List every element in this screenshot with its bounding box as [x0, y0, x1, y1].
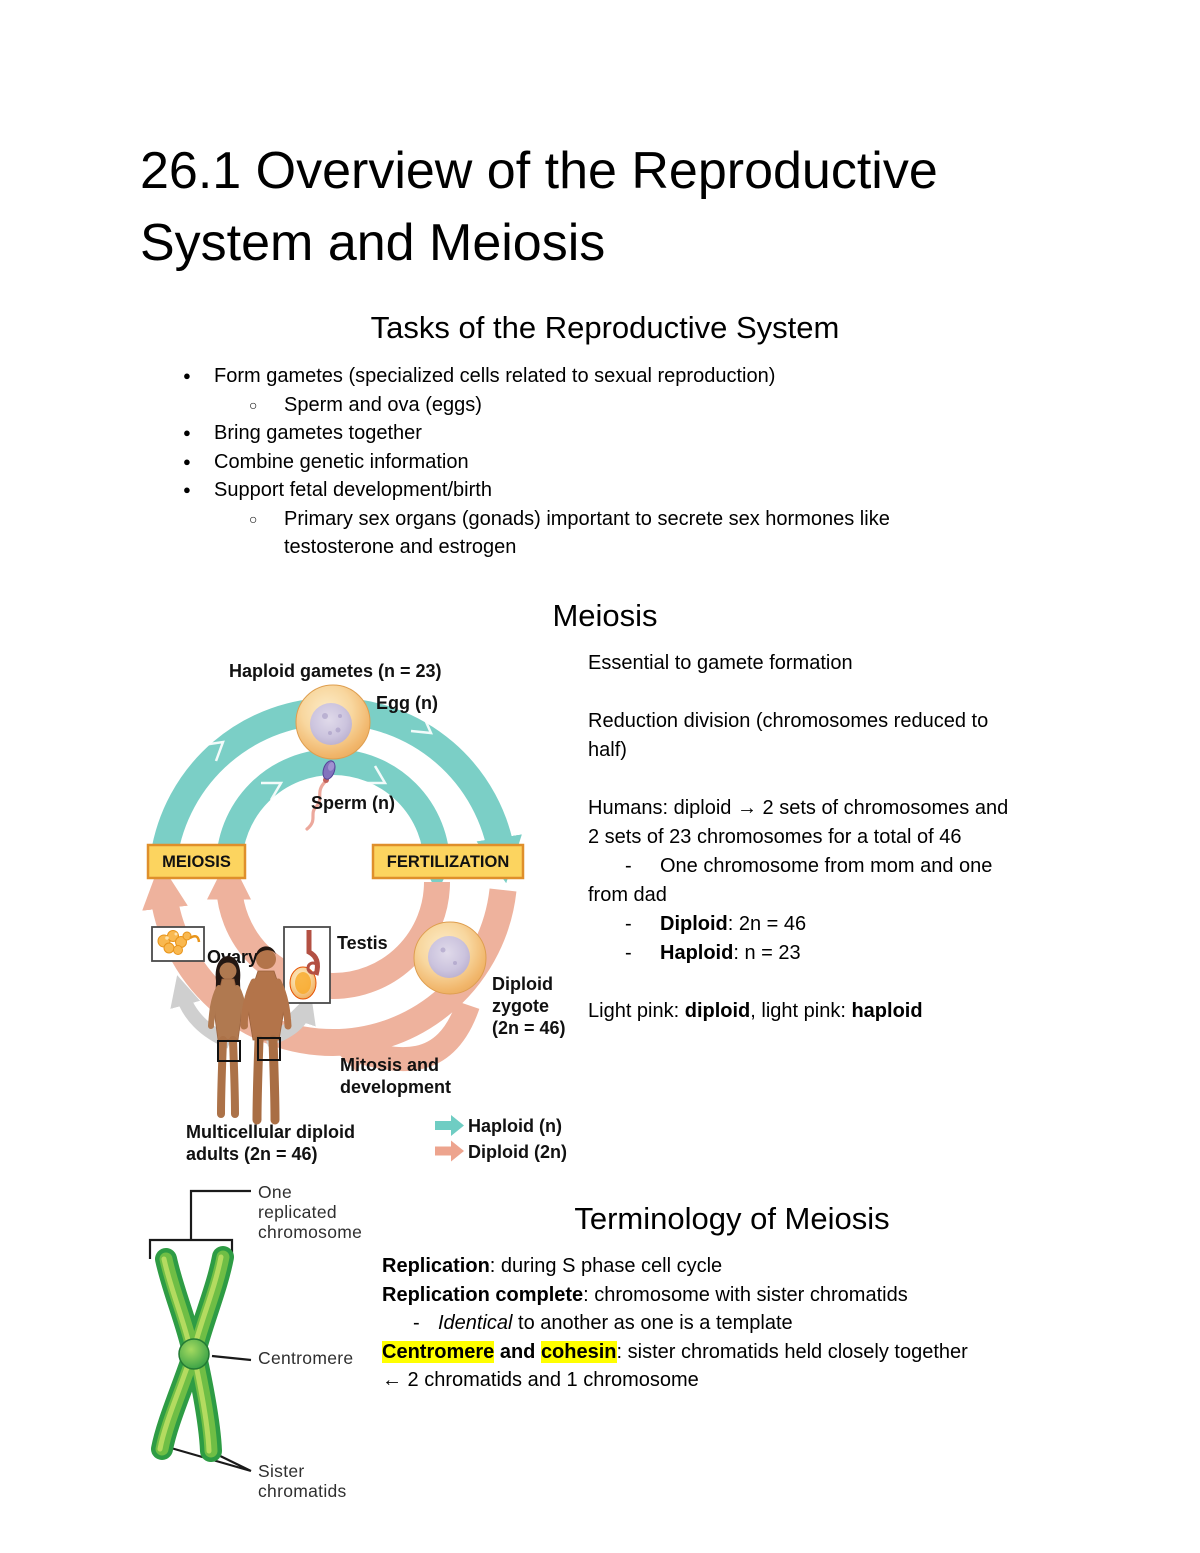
meiosis-note-line: 2 sets of 23 chromosomes for a total of … — [588, 826, 962, 848]
bullet-marker: ● — [183, 453, 191, 469]
arc-chevron-icon — [365, 765, 388, 785]
task-bullet-item: ○Sperm and ova (eggs) — [183, 391, 983, 420]
tasks-bullet-list: ●Form gametes (specialized cells related… — [183, 362, 983, 562]
meiosis-note-line: Humans: diploid → 2 sets of chromosomes … — [588, 797, 1009, 819]
bullet-marker: ● — [183, 482, 191, 497]
haploid-legend-label: Haploid (n) — [468, 1116, 562, 1136]
bullet-marker: - — [413, 1312, 420, 1334]
meiosis-note-line: from dad — [588, 884, 667, 906]
centromere-icon — [178, 1338, 210, 1370]
meiosis-box-label: MEIOSIS — [162, 853, 231, 871]
bullet-marker: ○ — [249, 510, 258, 527]
svg-text:adults (2n = 46): adults (2n = 46) — [186, 1144, 318, 1164]
svg-text:chromatids: chromatids — [258, 1481, 347, 1501]
meiosis-note-line: Light pink: diploid, light pink: haploid — [588, 1000, 923, 1022]
fertilization-process-box: FERTILIZATION — [371, 843, 525, 880]
bullet-marker: ● — [183, 425, 191, 440]
task-bullet-item: ●Form gametes (specialized cells related… — [183, 362, 983, 391]
terminology-line: Replication: during S phase cell cycle — [382, 1255, 723, 1277]
testis-figure: Testis — [283, 926, 388, 1004]
bullet-marker: ○ — [249, 396, 258, 413]
meiosis-notes: Essential to gamete formation Reduction … — [588, 649, 1088, 1026]
task-bullet-item: ○Primary sex organs (gonads) important t… — [183, 505, 983, 534]
testis-icon — [289, 930, 320, 1000]
reproductive-cycle-diagram: Ovary Testis — [142, 661, 567, 1164]
adults-label: Multicellular diploid adults (2n = 46) — [186, 1122, 355, 1164]
sperm-label: Sperm (n) — [311, 793, 395, 813]
haploid-gametes-label: Haploid gametes (n = 23) — [229, 661, 442, 681]
centromere-leader — [211, 1354, 252, 1362]
diploid-legend-label: Diploid (2n) — [468, 1142, 567, 1162]
diagram-legend: Haploid (n) Diploid (2n) — [435, 1115, 567, 1162]
chromosome-figure: One replicated chromosome Centromere Sis… — [148, 1182, 362, 1501]
svg-text:Multicellular diploid: Multicellular diploid — [186, 1122, 355, 1142]
arc-chevron-icon — [261, 781, 284, 801]
ovary-icon — [157, 930, 201, 955]
svg-text:(2n = 46): (2n = 46) — [492, 1018, 566, 1038]
censor-box — [217, 1040, 241, 1062]
meiosis-note-line: -One chromosome from mom and one — [588, 852, 1088, 881]
svg-text:chromosome: chromosome — [258, 1222, 362, 1242]
egg-label: Egg (n) — [376, 693, 438, 713]
diploid-arc-inner — [206, 855, 450, 999]
centromere-label: Centromere — [258, 1348, 353, 1368]
terminology-section-heading: Terminology of Meiosis — [574, 1201, 890, 1236]
mitosis-label: Mitosis and development — [340, 1055, 451, 1097]
svg-text:Diploid: Diploid — [492, 974, 553, 994]
zygote-cell-icon — [413, 921, 487, 995]
meiosis-note-line — [588, 968, 1088, 997]
title-line-1: 26.1 Overview of the Reproductive — [140, 142, 938, 200]
one-replicated-chromosome-label: One replicated chromosome — [258, 1182, 362, 1242]
svg-text:replicated: replicated — [258, 1202, 337, 1222]
bullet-marker: - — [625, 942, 632, 964]
meiosis-process-box: MEIOSIS — [146, 843, 247, 880]
task-bullet-item: ●Bring gametes together — [183, 419, 983, 448]
task-bullet-item: testosterone and estrogen — [284, 536, 517, 558]
sperm-icon — [305, 760, 336, 831]
egg-cell-icon — [295, 684, 371, 760]
task-bullet-item: ●Support fetal development/birth — [183, 476, 983, 505]
replicated-chromosome-icon — [151, 1246, 234, 1462]
diploid-legend-arrow-icon — [435, 1140, 464, 1162]
bullet-marker: ● — [183, 368, 191, 383]
fertilization-box-label: FERTILIZATION — [387, 853, 510, 871]
meiosis-note-line — [588, 765, 1088, 794]
meiosis-note-line: Reduction division (chromosomes reduced … — [588, 710, 989, 732]
mitosis-arrow — [324, 1000, 480, 1073]
title-line-2: System and Meiosis — [140, 214, 606, 272]
zygote-label: Diploid zygote (2n = 46) — [492, 974, 566, 1038]
meiosis-note-line: Essential to gamete formation — [588, 652, 853, 674]
testis-label: Testis — [337, 933, 388, 953]
meiosis-note-line: -Haploid: n = 23 — [588, 939, 1088, 968]
terminology-line: ← 2 chromatids and 1 chromosome — [382, 1369, 699, 1391]
terminology-line: Replication complete: chromosome with si… — [382, 1283, 908, 1306]
svg-text:zygote: zygote — [492, 996, 549, 1016]
censor-box — [257, 1037, 281, 1061]
meiosis-section-heading: Meiosis — [552, 598, 658, 633]
svg-text:One: One — [258, 1182, 292, 1202]
terminology-line: -Identical to another as one is a templa… — [382, 1309, 1082, 1338]
bullet-marker: - — [625, 913, 632, 935]
document-title: 26.1 Overview of the Reproductive System… — [140, 135, 938, 279]
svg-text:Mitosis and: Mitosis and — [340, 1055, 439, 1075]
arc-chevron-icon — [202, 740, 225, 762]
ovary-figure: Ovary — [151, 926, 258, 967]
meiosis-note-line: half) — [588, 739, 627, 761]
task-bullet-item: ●Combine genetic information — [183, 448, 983, 477]
arc-chevron-icon — [410, 714, 434, 735]
bracket-stem — [189, 1189, 251, 1240]
svg-text:development: development — [340, 1077, 451, 1097]
haploid-legend-arrow-icon — [435, 1115, 464, 1136]
tasks-section-heading: Tasks of the Reproductive System — [370, 310, 840, 345]
sister-chromatids-label: Sister chromatids — [258, 1461, 347, 1501]
man-figure — [240, 946, 292, 1125]
svg-text:Sister: Sister — [258, 1461, 305, 1481]
meiosis-note-line: -Diploid: 2n = 46 — [588, 910, 1088, 939]
meiosis-note-line — [588, 678, 1088, 707]
adult-figures — [208, 946, 292, 1125]
bullet-marker: - — [625, 855, 632, 877]
terminology-line: Centromere and cohesin: sister chromatid… — [382, 1340, 968, 1363]
